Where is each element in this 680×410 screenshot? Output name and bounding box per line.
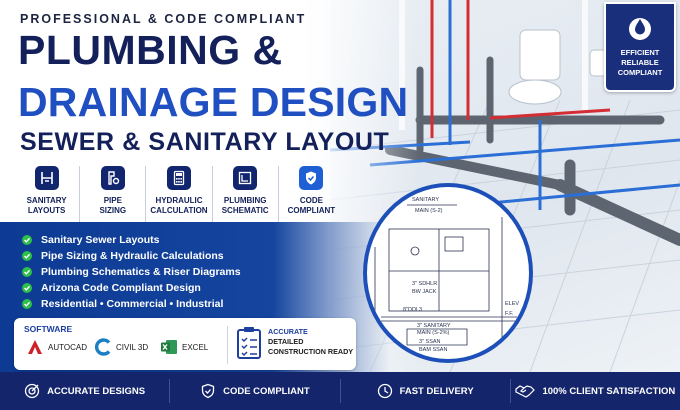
footer-item-fast-delivery: FAST DELIVERY	[341, 379, 511, 403]
blueprint-drawing: SANITARY MAIN (S-2) 3" SDHLR BW JACK 8"D…	[374, 197, 519, 353]
blueprint-label: BAM SSAN	[419, 347, 447, 353]
calculator-icon	[167, 166, 191, 190]
water-drop-icon	[629, 18, 651, 40]
pipe-wrench-icon	[100, 166, 125, 190]
blueprint-label: 3" SDHLR	[412, 281, 437, 287]
list-item: Sanitary Sewer Layouts	[22, 232, 241, 248]
handshake-icon	[515, 385, 536, 398]
title-line-1: PLUMBING &	[18, 27, 283, 73]
clipboard-checklist-icon	[237, 327, 261, 359]
blueprint-label: F.F.	[505, 311, 514, 317]
accurate-text: ACCURATE DETAILED CONSTRUCTION READY	[268, 327, 354, 356]
footer-bar: ACCURATE DESIGNS CODE COMPLIANT FAST DEL…	[0, 372, 680, 410]
shield-check-icon	[201, 383, 215, 399]
list-item: Pipe Sizing & Hydraulic Calculations	[22, 248, 241, 264]
check-circle-icon	[22, 299, 32, 309]
divider	[227, 326, 228, 364]
footer-item-client-satisfaction: 100% CLIENT SATISFACTION	[511, 379, 680, 403]
shield-check-icon	[299, 166, 324, 190]
list-item: Residential • Commercial • Industrial	[22, 296, 241, 312]
efficient-reliable-badge: EFFICIENT RELIABLE COMPLIANT	[604, 2, 676, 92]
blueprint-label: BW JACK	[412, 289, 437, 295]
list-item: Arizona Code Compliant Design	[22, 280, 241, 296]
blueprint-label: ELEV	[505, 301, 519, 307]
title-line-2: DRAINAGE DESIGN	[18, 79, 409, 125]
blueprint-label: 8"DDI 3	[403, 307, 422, 313]
footer-item-accurate-designs: ACCURATE DESIGNS	[0, 379, 171, 403]
civil3d-logo-icon	[94, 338, 111, 356]
plumbing-schematic-icon	[233, 166, 258, 190]
software-card: SOFTWARE AUTOCAD CIVIL 3D EXCEL ACCURATE…	[14, 318, 356, 370]
target-icon	[24, 383, 40, 399]
clock-icon	[377, 383, 392, 399]
subtitle: SEWER & SANITARY LAYOUT	[20, 128, 390, 156]
autocad-logo-icon	[28, 340, 42, 354]
excel-logo-icon	[161, 340, 177, 354]
check-circle-icon	[22, 235, 32, 245]
list-item: Plumbing Schematics & Riser Diagrams	[22, 264, 241, 280]
software-item-civil3d: CIVIL 3D	[94, 338, 148, 356]
blueprint-label: 3" SANITARY	[417, 323, 451, 329]
badge-text: EFFICIENT RELIABLE COMPLIANT	[617, 48, 663, 77]
house-pipe-icon	[34, 166, 59, 190]
software-title: SOFTWARE	[24, 324, 73, 334]
check-circle-icon	[22, 267, 32, 277]
blueprint-label: 3" SSAN	[419, 339, 441, 345]
kicker-text: PROFESSIONAL & CODE COMPLIANT	[20, 12, 307, 26]
blueprint-label: MAIN (S-2)	[415, 208, 443, 214]
service-bullet-list: Sanitary Sewer Layouts Pipe Sizing & Hyd…	[22, 232, 241, 312]
check-circle-icon	[22, 251, 32, 261]
blueprint-label: MAIN (S-2%)	[417, 330, 450, 336]
software-item-excel: EXCEL	[160, 338, 208, 356]
software-item-autocad: AUTOCAD	[26, 338, 87, 356]
blueprint-label: SANITARY	[412, 197, 439, 203]
footer-item-code-compliant: CODE COMPLIANT	[170, 379, 341, 403]
check-circle-icon	[22, 283, 32, 293]
blueprint-circle: SANITARY MAIN (S-2) 3" SDHLR BW JACK 8"D…	[363, 183, 533, 363]
